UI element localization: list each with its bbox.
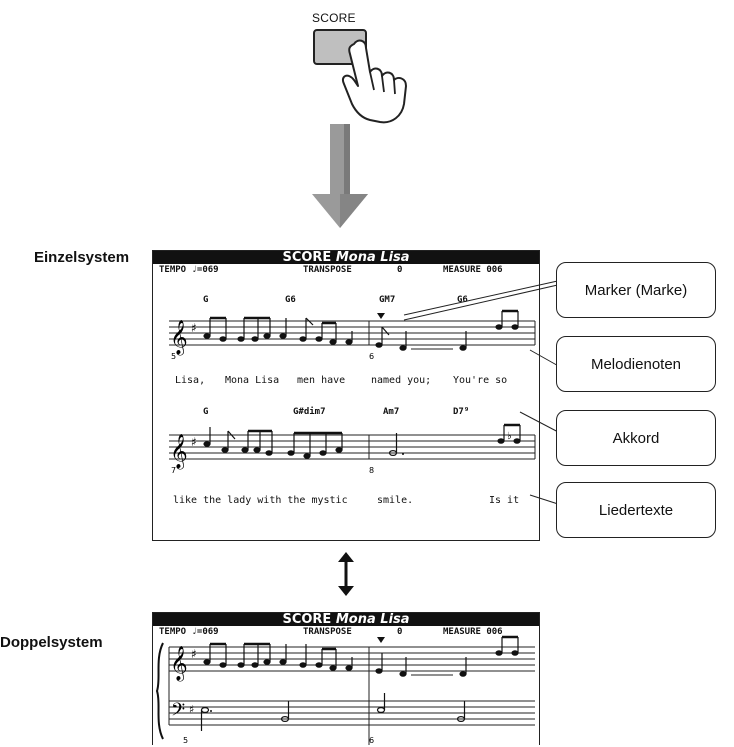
transpose-label: TRANSPOSE xyxy=(303,265,352,275)
chord-symbol: G xyxy=(203,407,209,417)
song-title: Mona Lisa xyxy=(335,250,410,265)
treble-clef-icon: 𝄞 xyxy=(170,320,188,356)
song-title: Mona Lisa xyxy=(335,612,410,627)
lyric-word: You're so xyxy=(453,375,508,386)
svg-text:♯: ♯ xyxy=(191,647,197,661)
label-double-system: Doppelsystem xyxy=(0,634,103,651)
svg-text:♯: ♯ xyxy=(191,435,197,449)
lyric-word: men have xyxy=(297,375,346,386)
down-arrow-icon xyxy=(312,124,368,228)
display-mode: SCORE xyxy=(282,612,332,627)
measure-number: 5 xyxy=(171,352,176,361)
bass-clef-icon: 𝄢 xyxy=(171,700,185,725)
lyric-word: Mona Lisa xyxy=(225,375,280,386)
callout-melody-notes: Melodienoten xyxy=(556,336,716,392)
label-single-system: Einzelsystem xyxy=(34,249,130,266)
double-system-display: SCORE Mona Lisa TEMPO ♩=069 TRANSPOSE 0 … xyxy=(152,612,540,745)
transpose-value: 0 xyxy=(397,627,403,637)
measure-number: 6 xyxy=(369,736,374,745)
display-mode: SCORE xyxy=(282,250,332,265)
display-title-bar: SCORE Mona Lisa xyxy=(153,251,539,264)
lyric-word: like the lady with the mystic xyxy=(173,495,348,506)
measure-number: 5 xyxy=(183,736,188,745)
lyric-word: Is it xyxy=(489,495,520,506)
marker-triangle-icon xyxy=(377,313,385,319)
svg-text:♭: ♭ xyxy=(507,431,512,442)
melody-staff-2: 𝄞 ♯ ♭ 7 8 xyxy=(169,423,536,475)
tempo-readout: TEMPO ♩=069 xyxy=(159,627,219,637)
transpose-value: 0 xyxy=(397,265,403,275)
transpose-label: TRANSPOSE xyxy=(303,627,352,637)
svg-text:𝄞: 𝄞 xyxy=(170,434,188,470)
single-system-display: SCORE Mona Lisa TEMPO ♩=069 TRANSPOSE 0 … xyxy=(152,250,540,541)
tempo-readout: TEMPO ♩=069 xyxy=(159,265,219,275)
double-arrow-icon xyxy=(338,552,354,596)
lyric-word: named you; xyxy=(371,375,432,386)
measure-number: 8 xyxy=(369,466,374,475)
score-button-label: SCORE xyxy=(312,11,356,25)
display-title-bar: SCORE Mona Lisa xyxy=(153,613,539,626)
svg-text:♯: ♯ xyxy=(189,703,194,716)
treble-clef-icon: 𝄞 xyxy=(170,646,188,682)
hand-pointer-icon xyxy=(342,39,407,124)
chord-symbol: D7⁹ xyxy=(453,407,470,417)
lyric-word: smile. xyxy=(377,495,414,506)
svg-text:♯: ♯ xyxy=(191,321,197,335)
chord-symbol: GM7 xyxy=(379,295,396,305)
chord-symbol: G xyxy=(203,295,209,305)
measure-readout: MEASURE 006 xyxy=(443,627,503,637)
measure-number: 7 xyxy=(171,466,176,475)
chord-symbol: G#dim7 xyxy=(293,407,326,417)
measure-number: 6 xyxy=(369,352,374,361)
melody-staff-1: 𝄞 ♯ 5 6 xyxy=(169,309,536,361)
chord-symbol: G6 xyxy=(457,295,468,305)
chord-symbol: G6 xyxy=(285,295,296,305)
grand-staff: 𝄞 ♯ 𝄢 ♯ xyxy=(155,635,535,745)
measure-readout: MEASURE 006 xyxy=(443,265,503,275)
lyric-word: Lisa, xyxy=(175,375,206,386)
callout-lyrics: Liedertexte xyxy=(556,482,716,538)
chord-symbol: Am7 xyxy=(383,407,400,417)
callout-marker: Marker (Marke) xyxy=(556,262,716,318)
callout-chord: Akkord xyxy=(556,410,716,466)
